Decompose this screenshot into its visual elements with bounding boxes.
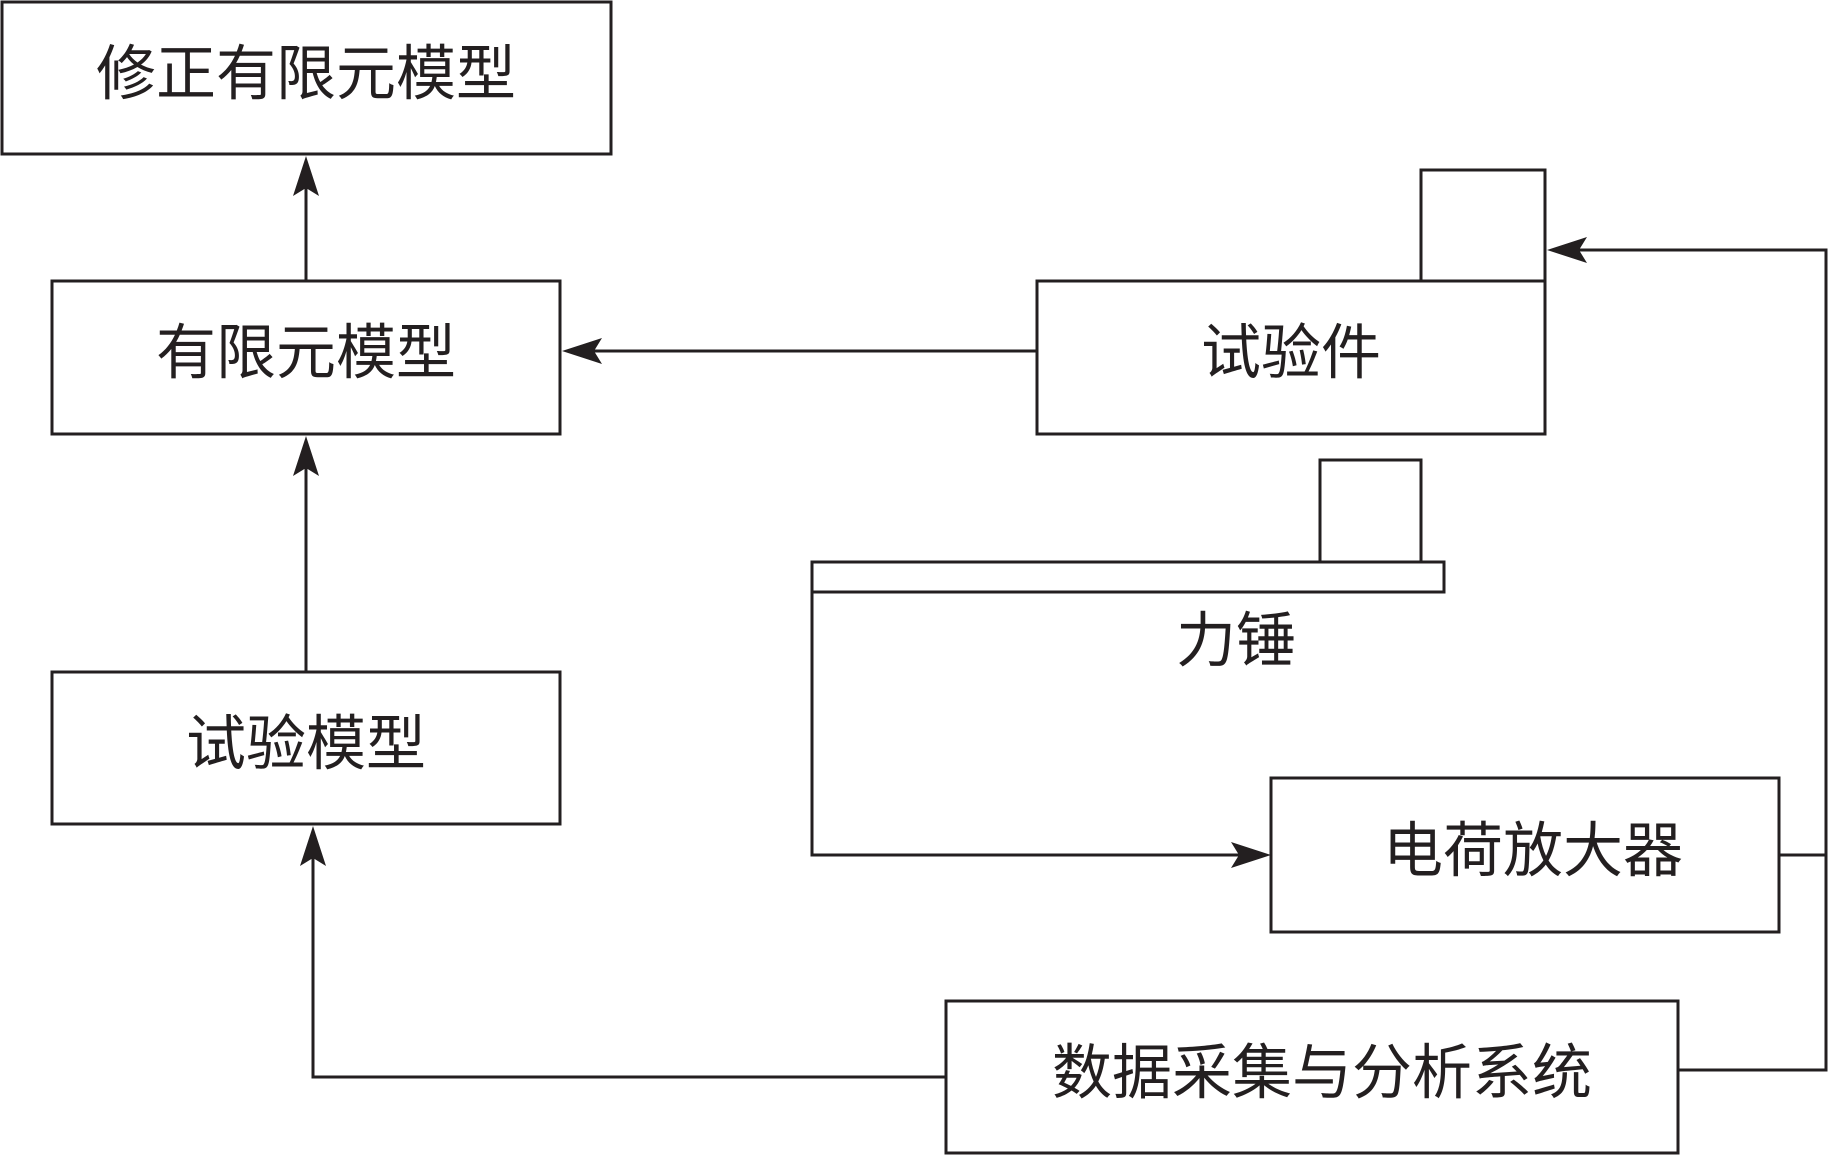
fe-model-label: 有限元模型: [156, 319, 456, 389]
daq-system-label: 数据采集与分析系统: [1052, 1039, 1592, 1109]
edge-test-to-fe: [293, 436, 319, 672]
edge-fe-to-corrected: [293, 156, 319, 281]
edge-specimen-to-fe: [562, 338, 1037, 364]
edge-system-to-specimen: [1547, 237, 1828, 1072]
test-model-label: 试验模型: [186, 710, 426, 780]
edge-hammer-to-amplifier: [810, 592, 1271, 868]
test-model-node: 试验模型: [50, 670, 562, 826]
arrow-head: [1231, 842, 1271, 868]
corrected-model-label: 修正有限元模型: [96, 40, 516, 110]
charge-amplifier-node: 电荷放大器: [1269, 776, 1781, 934]
arrow-head: [1547, 237, 1587, 263]
arrow-head: [562, 338, 602, 364]
edge-daq-to-test-model: [300, 826, 946, 1079]
hammer-handle: [810, 560, 1446, 594]
daq-system-node: 数据采集与分析系统: [944, 999, 1680, 1155]
arrow-head: [293, 436, 319, 476]
hammer-node: 力锤: [810, 458, 1446, 677]
sensor-block: [1419, 168, 1547, 283]
arrow-head: [300, 826, 326, 866]
fe-model-node: 有限元模型: [50, 279, 562, 436]
arrow-head: [293, 156, 319, 196]
hammer-label: 力锤: [1176, 607, 1296, 677]
specimen-label: 试验件: [1201, 319, 1381, 389]
hammer-head: [1318, 458, 1423, 564]
specimen-node: 试验件: [1035, 168, 1547, 436]
charge-amplifier-label: 电荷放大器: [1383, 817, 1683, 887]
corrected-model-node: 修正有限元模型: [0, 0, 613, 156]
